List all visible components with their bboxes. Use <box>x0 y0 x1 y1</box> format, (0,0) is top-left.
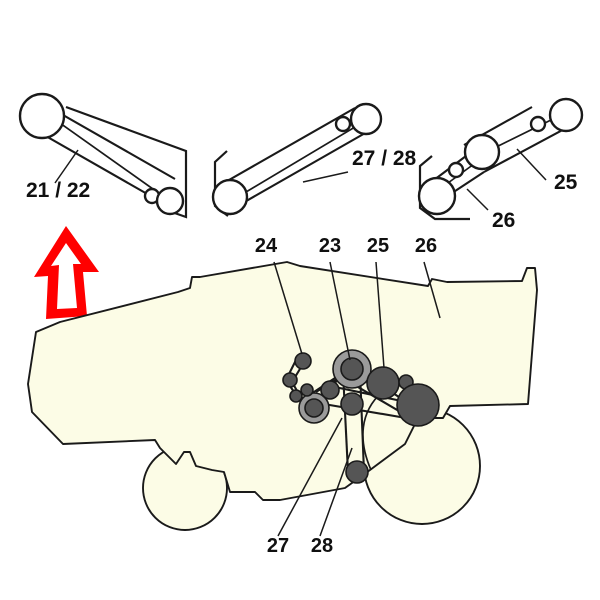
pulley-idler-center <box>320 380 340 400</box>
callout-label-23: 23 <box>319 235 341 257</box>
panel-left-pulley-large <box>18 92 66 140</box>
panel-right-pulley-top-large <box>548 97 584 133</box>
pulley-vertical-lower <box>345 460 369 484</box>
pulley-secondary <box>304 398 324 418</box>
leader-27 <box>277 417 343 537</box>
pulley-arm-joint <box>282 372 298 388</box>
pulley-countershaft <box>366 366 400 400</box>
panel-left-leader <box>54 149 79 184</box>
panel-center-belt-outer <box>221 107 368 209</box>
panel-center-belt-inner <box>235 123 361 199</box>
panel-center-pulley-medium <box>211 178 249 216</box>
callout-leaders-top <box>273 261 441 369</box>
panel-right-leader-25 <box>516 148 547 181</box>
panel-left-pulley-medium <box>155 186 185 216</box>
panel-right-label-25: 25 <box>554 171 578 194</box>
panel-right-leader-26 <box>466 188 489 211</box>
leader-28 <box>319 447 353 537</box>
callout-label-25: 25 <box>367 235 389 257</box>
pulley-arm-lower <box>289 389 303 403</box>
pulley-main-output <box>396 383 440 427</box>
panel-center-idler-small <box>334 115 352 133</box>
red-up-arrow <box>34 226 99 319</box>
panel-center-pulley-large <box>349 102 383 136</box>
detail-panel-27-28: 27 / 28 <box>211 102 417 217</box>
main-machine: 24 23 25 26 27 28 <box>27 235 538 557</box>
callout-labels-bottom: 27 28 <box>267 535 333 557</box>
pulley-upper-left-small <box>294 352 312 370</box>
red-up-arrow-shape <box>34 226 99 319</box>
callout-leaders-bottom <box>277 417 353 537</box>
panel-center-label: 27 / 28 <box>352 147 417 170</box>
callout-label-24: 24 <box>255 235 278 257</box>
leader-26 <box>423 261 441 319</box>
callout-label-28: 28 <box>311 535 333 557</box>
panel-right-label-26: 26 <box>492 209 515 232</box>
detail-panel-21-22: 21 / 22 <box>18 92 188 219</box>
panel-right-bracket <box>418 155 470 221</box>
belt-vertical-right <box>358 371 366 473</box>
leader-23 <box>329 261 351 361</box>
leader-24 <box>273 261 303 355</box>
callout-label-27: 27 <box>267 535 289 557</box>
drive-belt-system <box>282 349 440 484</box>
panel-right-idler-mid-small <box>447 161 465 179</box>
panel-right-pulley-mid-large <box>463 133 501 171</box>
panel-left-belt-inner <box>49 115 161 195</box>
panel-right-idler-top-small <box>529 115 547 133</box>
panel-right-pulley-bottom-large <box>417 176 457 216</box>
panel-center-leader <box>302 171 349 183</box>
pulley-main-drive <box>340 357 364 381</box>
panel-left-label: 21 / 22 <box>26 179 90 202</box>
callout-labels-top: 24 23 25 26 <box>255 235 437 257</box>
leader-25 <box>375 261 385 369</box>
callout-label-26: 26 <box>415 235 437 257</box>
pulley-tensioner-left <box>300 383 314 397</box>
pulley-vertical-upper <box>340 392 364 416</box>
detail-panel-25-26: 25 26 <box>417 97 584 232</box>
